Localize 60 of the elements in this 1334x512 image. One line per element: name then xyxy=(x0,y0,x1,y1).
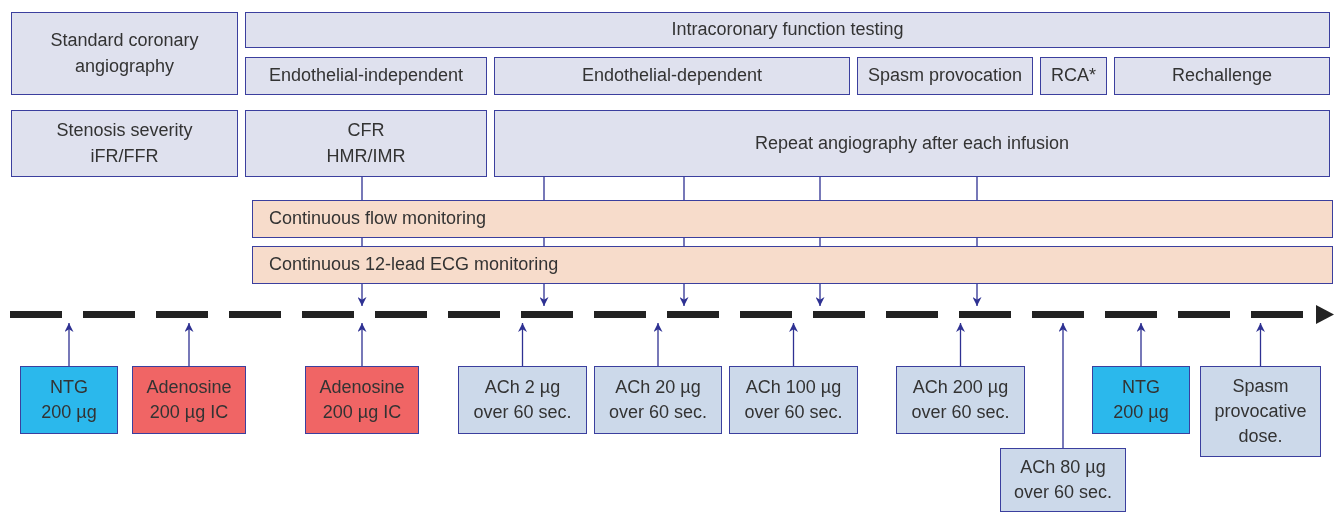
stage-box xyxy=(494,110,1330,177)
arrow xyxy=(1058,322,1068,449)
stage-box xyxy=(245,12,1330,48)
arrow xyxy=(357,322,367,367)
box-label: NTG 200 µg xyxy=(40,375,98,424)
box-label: NTG 200 µg xyxy=(1112,375,1170,424)
box-label: Intracoronary function testing xyxy=(671,18,904,42)
box-label: Stenosis severity iFR/FFR xyxy=(55,119,194,168)
dose-box xyxy=(20,366,118,434)
arrow xyxy=(357,283,367,307)
box-label: Continuous 12-lead ECG monitoring xyxy=(269,253,559,277)
dose-box xyxy=(594,366,722,434)
box-label: Continuous flow monitoring xyxy=(269,207,487,231)
dose-box xyxy=(1092,366,1190,434)
dose-box xyxy=(1200,366,1321,457)
stage-box xyxy=(857,57,1033,95)
dose-box xyxy=(305,366,419,434)
stage-box xyxy=(1114,57,1330,95)
stage-box xyxy=(11,110,238,177)
box-label: CFR HMR/IMR xyxy=(325,119,407,168)
box-label: Endothelial-dependent xyxy=(581,64,763,88)
arrow xyxy=(789,322,798,367)
stage-box xyxy=(494,57,850,95)
arrow xyxy=(679,283,689,307)
box-label: ACh 80 µg over 60 sec. xyxy=(1012,455,1114,504)
arrow xyxy=(815,283,825,307)
box-label: Spasm provocation xyxy=(867,64,1023,88)
arrow xyxy=(64,322,74,367)
dose-box xyxy=(132,366,246,434)
box-label: Adenosine 200 µg IC xyxy=(318,375,406,424)
box-label: Rechallenge xyxy=(1171,64,1273,88)
box-label: ACh 2 µg over 60 sec. xyxy=(472,375,573,424)
arrow xyxy=(184,322,194,367)
box-label: RCA* xyxy=(1051,64,1096,88)
dose-box xyxy=(458,366,587,434)
box-label: Adenosine 200 µg IC xyxy=(145,375,233,424)
box-label: Standard coronary angiography xyxy=(49,29,200,78)
dose-box xyxy=(896,366,1025,434)
dose-box xyxy=(1000,448,1126,512)
box-label: ACh 200 µg over 60 sec. xyxy=(910,375,1011,424)
dose-box xyxy=(729,366,858,434)
box-label: ACh 20 µg over 60 sec. xyxy=(607,375,709,424)
stage-box xyxy=(245,57,487,95)
box-label: Repeat angiography after each infusion xyxy=(754,131,1070,155)
box-label: Endothelial-independent xyxy=(268,64,464,88)
monitoring-band xyxy=(252,200,1333,238)
arrow xyxy=(1256,322,1265,367)
box-label: Spasm provocative dose. xyxy=(1213,374,1308,449)
stage-box xyxy=(245,110,487,177)
stage-box xyxy=(11,12,238,95)
box-label: ACh 100 µg over 60 sec. xyxy=(743,375,844,424)
arrow xyxy=(972,283,982,307)
monitoring-band xyxy=(252,246,1333,284)
stage-box xyxy=(1040,57,1107,95)
arrow xyxy=(956,322,965,367)
arrow xyxy=(653,322,663,367)
arrow xyxy=(539,283,549,307)
dashed-timeline xyxy=(10,305,1334,324)
arrow xyxy=(518,322,527,367)
arrow xyxy=(1136,322,1146,367)
